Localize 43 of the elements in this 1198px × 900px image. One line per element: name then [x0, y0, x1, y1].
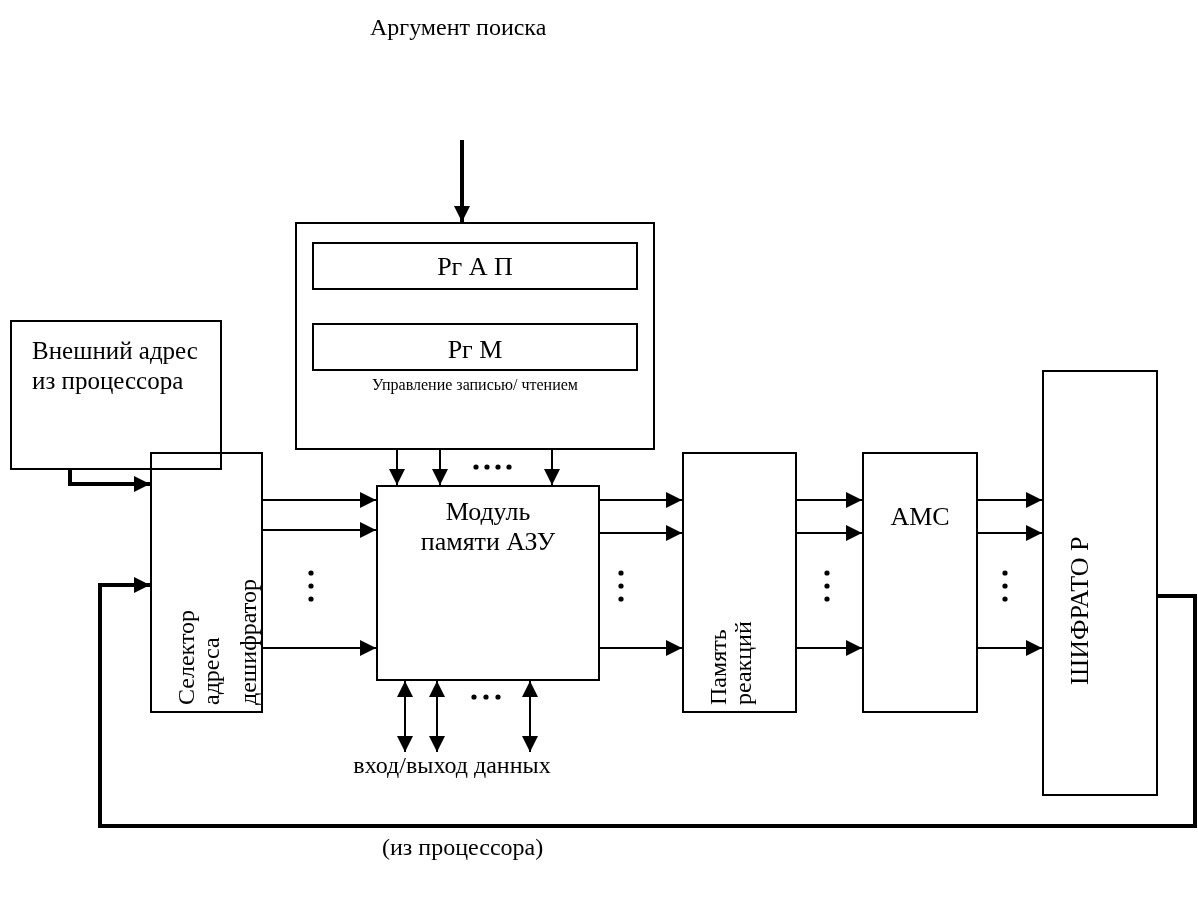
arrow	[98, 577, 1197, 828]
box-label: Память реакций	[706, 620, 757, 705]
double-headed-arrow	[429, 680, 445, 753]
arrow	[262, 492, 377, 508]
double-headed-arrow	[522, 680, 538, 753]
box-label: Селектор адреса	[174, 608, 225, 705]
arrow	[599, 640, 683, 656]
register-label: Рг А П	[436, 251, 514, 283]
selector-box	[150, 452, 263, 713]
box-label: ШИФРАТО Р	[1066, 535, 1094, 685]
double-headed-arrow	[397, 680, 413, 753]
block-label: Управление записью/ чтением	[371, 376, 579, 395]
register-label: Рг М	[446, 334, 504, 366]
register-box	[312, 242, 638, 290]
arrow	[796, 492, 863, 508]
arrow	[262, 640, 377, 656]
box-label: Внешний адрес из процессора	[32, 336, 199, 396]
text-label: Аргумент поиска	[370, 14, 547, 41]
box-label: дешифратор	[236, 578, 262, 705]
memory-module-box	[376, 485, 600, 681]
arrow	[977, 640, 1043, 656]
arrow	[432, 449, 448, 486]
register-box	[312, 323, 638, 371]
box-label: Модуль памяти АЗУ	[420, 497, 556, 557]
arrow	[599, 492, 683, 508]
control-block	[295, 222, 655, 450]
text-label: (из процессора)	[382, 834, 544, 861]
arrow	[389, 449, 405, 486]
arrow	[262, 522, 377, 538]
io-label: вход/выход данных	[352, 752, 552, 780]
memory-box	[682, 452, 797, 713]
encoder-box	[1042, 370, 1158, 796]
arrow	[977, 525, 1043, 541]
arrow	[599, 525, 683, 541]
box-label: АМС	[889, 502, 951, 532]
arrow	[454, 140, 470, 222]
arrow	[68, 470, 150, 492]
input-box	[10, 320, 222, 470]
arrow	[796, 525, 863, 541]
arrow	[796, 640, 863, 656]
process-box	[862, 452, 978, 713]
arrow	[544, 449, 560, 486]
arrow	[977, 492, 1043, 508]
